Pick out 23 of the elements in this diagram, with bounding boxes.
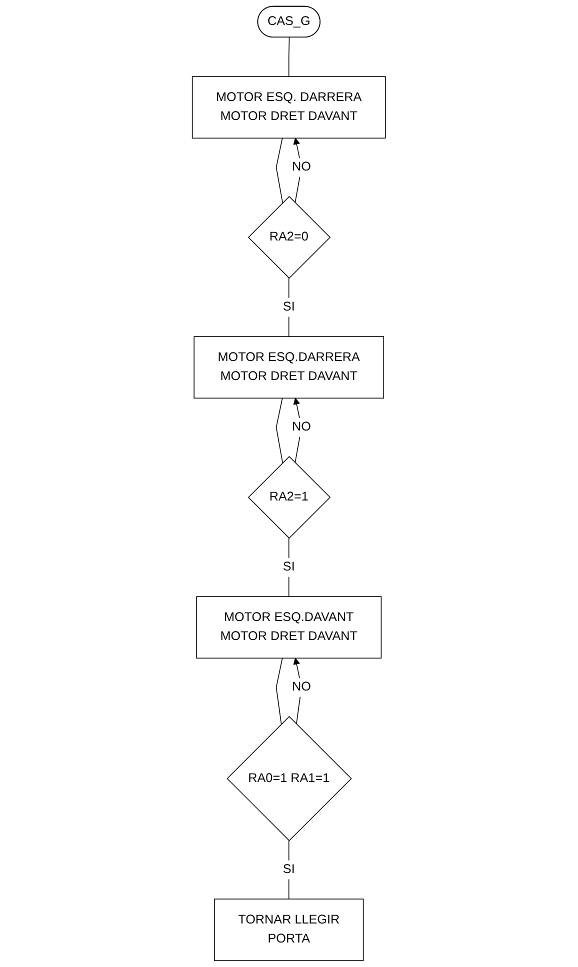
connector <box>288 840 290 900</box>
node-diamond: RA2=0 <box>248 196 331 279</box>
node-box: MOTOR ESQ.DARRERA MOTOR DRET DAVANT <box>194 336 384 399</box>
connector <box>288 37 290 77</box>
edge-label: SI <box>283 300 295 314</box>
connector <box>288 278 290 337</box>
edge-label: NO <box>292 160 312 174</box>
edge-label: SI <box>283 560 295 574</box>
connector <box>288 538 290 597</box>
arrow <box>293 138 302 204</box>
connector <box>276 138 284 204</box>
connector <box>276 398 284 464</box>
node-box: TORNAR LLEGIR PORTA <box>214 898 364 962</box>
edge-label: SI <box>283 862 295 876</box>
node-box: MOTOR ESQ.DAVANT MOTOR DRET DAVANT <box>196 596 382 659</box>
connector <box>276 658 283 725</box>
edge-label: NO <box>292 420 312 434</box>
node-box: MOTOR ESQ. DARRERA MOTOR DRET DAVANT <box>192 76 386 139</box>
arrow <box>293 398 302 464</box>
node-diamond: RA0=1 RA1=1 <box>226 716 352 842</box>
arrow <box>293 658 302 725</box>
edge-label: NO <box>292 680 312 694</box>
node-diamond: RA2=1 <box>248 456 331 539</box>
